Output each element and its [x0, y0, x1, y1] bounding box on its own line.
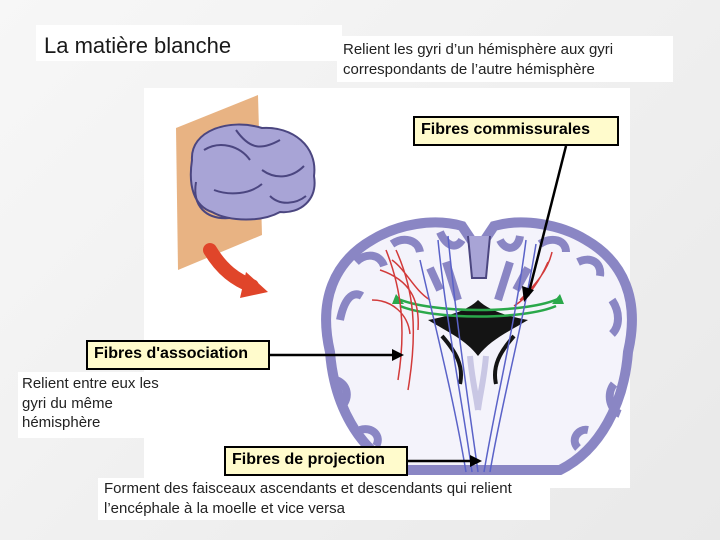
association-pointer	[270, 349, 404, 361]
association-description: Relient entre eux les gyri du même hémis…	[18, 372, 186, 438]
projection-pointer	[408, 455, 482, 467]
label-commissural-fibers: Fibres commissurales	[413, 116, 619, 146]
projection-description: Forment des faisceaux ascendants et desc…	[98, 478, 550, 520]
page-title: La matière blanche	[36, 25, 342, 61]
label-association-fibers: Fibres d'association	[86, 340, 270, 370]
label-projection-fibers: Fibres de projection	[224, 446, 408, 476]
coronal-brain-section	[321, 217, 637, 475]
commissural-pointer	[522, 145, 568, 302]
red-arrow-icon	[203, 243, 268, 298]
lateral-brain-icon	[176, 95, 316, 270]
commissural-description: Relient les gyri d’un hémisphère aux gyr…	[337, 36, 673, 82]
